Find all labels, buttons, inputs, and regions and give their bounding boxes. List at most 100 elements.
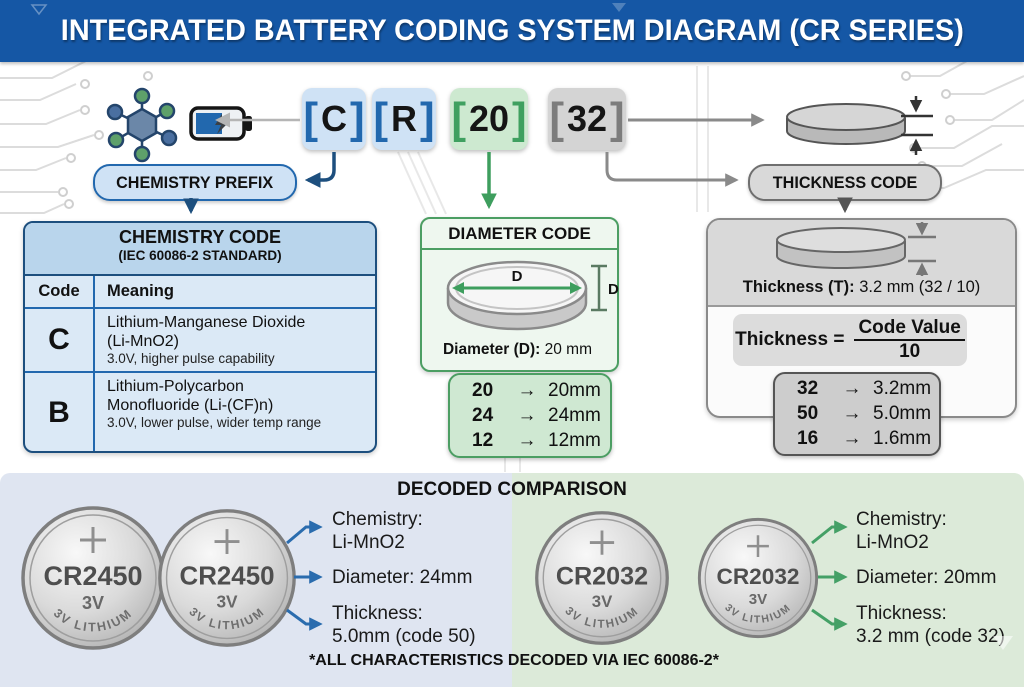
bracket-open: [ — [549, 94, 564, 143]
coin-label: CR2450 — [180, 563, 275, 591]
arrow-right-icon: → — [517, 429, 537, 451]
code-letter-r: R — [391, 98, 417, 139]
map-value: 5.0mm — [873, 403, 932, 424]
diameter-caption-value: 20 mm — [544, 341, 592, 358]
title-bar: INTEGRATED BATTERY CODING SYSTEM DIAGRAM… — [0, 0, 1024, 62]
coin-voltage: 3V — [216, 592, 238, 612]
plus-terminal-icon — [80, 527, 106, 553]
spec-chemistry-right: Chemistry: Li-MnO2 — [856, 508, 947, 554]
mapping-row: 12 → 12mm — [450, 429, 610, 453]
table-row: B Lithium-Polycarbon Monofluoride (Li-(C… — [25, 373, 375, 451]
spec-line: Li-MnO2 — [332, 532, 405, 553]
map-value: 3.2mm — [873, 378, 932, 399]
diameter-mapping-box: 20 → 20mm 24 → 24mm 12 → 12mm — [448, 373, 612, 458]
code-letter-c: C — [321, 98, 347, 139]
map-code: 50 — [797, 403, 819, 424]
chemistry-panel-header: CHEMISTRY CODE (IEC 60086-2 STANDARD) — [25, 223, 375, 276]
meaning-cell: Lithium-Polycarbon Monofluoride (Li-(CF)… — [95, 373, 375, 451]
meaning-line: Monofluoride (Li-(CF)n) — [107, 397, 274, 414]
spec-diameter-right: Diameter: 20mm — [856, 566, 996, 589]
code-box-thickness: [ 32 ] — [548, 88, 626, 150]
column-code: Code — [25, 276, 95, 307]
map-value: 20mm — [548, 379, 601, 401]
diameter-caption-label: Diameter (D): — [442, 341, 541, 358]
map-code: 12 — [472, 429, 494, 451]
coin-voltage: 3V — [749, 591, 767, 608]
battery-coin-cr2032: CR2032 3V 3V LITHIUM — [697, 517, 819, 639]
coin-voltage: 3V — [82, 593, 104, 613]
spec-line: Thickness: — [332, 603, 423, 624]
code-box-chemistry-r: [ R ] — [372, 88, 436, 150]
arrow-right-icon: → — [842, 378, 862, 399]
arrow-right-icon: → — [517, 379, 537, 401]
arrow-right-icon: → — [842, 403, 862, 424]
meaning-note: 3.0V, higher pulse capability — [107, 351, 275, 366]
diameter-caption: Diameter (D): 20 mm — [420, 341, 615, 359]
formula-numerator: Code Value — [854, 317, 965, 341]
chemistry-prefix-callout: CHEMISTRY PREFIX — [93, 164, 297, 201]
spec-line: 3.2 mm (code 32) — [856, 626, 1005, 647]
thickness-caption: Thickness (T): 3.2 mm (32 / 10) — [708, 278, 1015, 297]
plus-terminal-icon — [589, 530, 615, 555]
chemistry-prefix-label: CHEMISTRY PREFIX — [116, 172, 274, 192]
spec-line: 5.0mm (code 50) — [332, 626, 476, 647]
thickness-formula: Thickness = Code Value 10 — [733, 314, 967, 366]
map-code: 16 — [797, 428, 819, 449]
bracket-close: ] — [512, 94, 527, 143]
coin-side-view-top — [786, 96, 933, 155]
comparison-title: DECODED COMPARISON — [397, 479, 627, 500]
bracket-open: [ — [373, 94, 388, 143]
battery-coin-cr2032: CR2032 3V 3V LITHIUM — [535, 511, 669, 645]
map-value: 1.6mm — [873, 428, 932, 449]
thickness-caption-label: Thickness (T): — [742, 278, 855, 296]
diameter-panel-title: DIAMETER CODE — [422, 219, 617, 250]
mapping-row: 50 → 5.0mm — [775, 402, 939, 426]
plus-terminal-icon — [747, 535, 769, 558]
spec-line: Li-MnO2 — [856, 532, 929, 553]
column-meaning: Meaning — [107, 282, 174, 300]
mapping-row: 24 → 24mm — [450, 404, 610, 428]
chemistry-code-panel: CHEMISTRY CODE (IEC 60086-2 STANDARD) Co… — [23, 221, 377, 453]
mapping-row: 16 → 1.6mm — [775, 427, 939, 451]
spec-thickness-left: Thickness: 5.0mm (code 50) — [332, 602, 476, 648]
table-header-row: Code Meaning — [25, 276, 375, 309]
arrow-32-to-thickness-callout — [605, 152, 739, 187]
map-code: 20 — [472, 379, 494, 401]
chemistry-panel-title: CHEMISTRY CODE — [118, 227, 282, 247]
map-value: 12mm — [548, 429, 601, 451]
coin-label: CR2032 — [556, 563, 648, 591]
code-cell: B — [25, 373, 95, 451]
battery-coin-cr2450: CR2450 3V 3V LITHIUM — [21, 506, 165, 650]
map-value: 24mm — [548, 404, 601, 426]
map-code: 24 — [472, 404, 494, 426]
code-box-diameter: [ 20 ] — [450, 88, 528, 150]
chemistry-panel-subtitle: (IEC 60086-2 STANDARD) — [118, 248, 282, 263]
meaning-cell: Lithium-Manganese Dioxide (Li-MnO2) 3.0V… — [95, 309, 375, 371]
coin-label: CR2450 — [43, 561, 142, 591]
formula-denominator: 10 — [899, 341, 921, 362]
bracket-open: [ — [303, 94, 318, 143]
spec-thickness-right: Thickness: 3.2 mm (code 32) — [856, 602, 1005, 648]
spec-chemistry-left: Chemistry: Li-MnO2 — [332, 508, 423, 554]
page-title: INTEGRATED BATTERY CODING SYSTEM DIAGRAM… — [60, 14, 964, 47]
spec-line: Diameter: 24mm — [332, 567, 473, 588]
plus-terminal-icon — [214, 529, 240, 555]
meaning-note: 3.0V, lower pulse, wider temp range — [107, 415, 322, 430]
battery-coin-cr2450: CR2450 3V 3V LITHIUM — [158, 509, 296, 647]
thickness-panel-top: Thickness (T): 3.2 mm (32 / 10) — [708, 220, 1015, 307]
spec-line: Chemistry: — [856, 509, 947, 530]
meaning-line: (Li-MnO2) — [107, 333, 180, 350]
thickness-code-label: THICKNESS CODE — [772, 172, 918, 192]
code-diameter: 20 — [468, 98, 510, 139]
mapping-row: 32 → 3.2mm — [775, 377, 939, 401]
arrow-c-to-prefix — [304, 152, 336, 188]
molecule-icon — [106, 87, 178, 163]
thickness-code-callout: THICKNESS CODE — [748, 164, 942, 201]
spec-line: Thickness: — [856, 603, 947, 624]
spec-line: Diameter: 20mm — [856, 567, 997, 588]
table-row: C Lithium-Manganese Dioxide (Li-MnO2) 3.… — [25, 309, 375, 373]
code-box-chemistry-c: [ C ] — [302, 88, 366, 150]
coin-label: CR2032 — [717, 564, 800, 589]
bracket-close: ] — [420, 94, 435, 143]
